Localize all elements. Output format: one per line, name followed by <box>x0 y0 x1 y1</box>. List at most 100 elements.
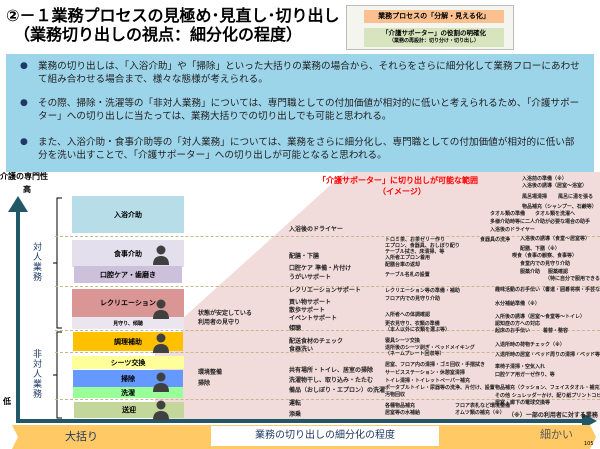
divider <box>55 399 600 400</box>
level4-task-text: 水分補給準備（※） <box>495 301 540 307</box>
level4-task-text: 入浴後の誘導（居室～浴室） <box>522 183 588 189</box>
divider <box>55 330 600 331</box>
bullet-text: 業務の切り出しは、「入浴介助」や「掃除」といった大括りの業務の場合から、それらを… <box>38 61 580 85</box>
bullet-text: また、入浴介助・食事介助等の「対人業務」については、業務をさらに細分化し、専門職… <box>38 137 575 161</box>
level3-task-text: （ネームプレート回収等） <box>385 351 445 357</box>
level4-task-text: 入浴後の誘導（食堂～居室等） <box>520 236 591 242</box>
level4-task-text: 口腔ケア用ガーゼ作り、等 <box>495 372 555 378</box>
level3-task-text: エプロン、食器具、おしぼり配り <box>385 243 460 249</box>
level4-task-text: タオル類の準備 <box>490 211 526 217</box>
task-box: 入浴介助 <box>72 196 184 233</box>
level3-task-text: 入所者への体調確認 <box>385 312 431 318</box>
bullet-icon: ● <box>20 61 28 71</box>
level3-task-text: 汚物回収 <box>385 392 406 398</box>
level1-task-text: 掃除 <box>198 380 211 387</box>
task-box: シーツ交換 <box>72 356 184 369</box>
level3-task-text: 居室、フロア内の清掃・ゴミ回収・手摺拭き <box>385 362 486 368</box>
nonpersonal-bracket <box>53 331 62 419</box>
page-title: ②－１業務プロセスの見極め･見直し･切り出し <box>6 6 340 25</box>
x-axis-left-label: 大括り <box>65 430 98 443</box>
task-box: 洗濯 <box>73 387 183 398</box>
level3-task-text: テーブル名札の設置 <box>385 272 430 278</box>
y-axis-high: 高 <box>23 185 31 194</box>
level4-task-text: 入浴前の準備（※） <box>522 176 567 182</box>
level4-task-text: 服薬確認 <box>548 269 569 275</box>
level4-task-text: 食堂内での見守り介助 <box>520 261 571 267</box>
level4-task-text: 車椅子清掃・空気入れ <box>495 364 546 370</box>
level4-task-text: 服薬介助 <box>520 269 541 275</box>
level4-task-text: その他 シュレッダーかけ、配り紙プリントコピー <box>495 393 600 399</box>
divider <box>55 352 600 353</box>
level3-task-text: テーブル拭き、床清掃、等 <box>385 249 445 255</box>
page-subtitle: （業務切り出しの視点：細分化の程度） <box>14 25 303 44</box>
level2-task-text: 洗濯物干し、取り込み・たたむ <box>289 377 374 384</box>
level2-task-text: 入浴後のドライヤー <box>289 226 343 233</box>
group-personal-label: 対人業務 <box>33 243 43 283</box>
level4-task-text: 入退所時の荷物チェック（※） <box>495 342 565 348</box>
level4-task-text: タオル類を洗濯へ <box>535 211 576 217</box>
level3-task-text: 各種物品補充 <box>385 403 416 409</box>
level2-task-text: 口腔ケア 準備・片付け <box>289 265 352 272</box>
task-box: 掃除 <box>73 370 183 387</box>
level3-task-text: 居室等の水補給 <box>385 410 421 416</box>
process-legend: 業務プロセスの「分解・見える化」 「介護サポーター」の役割の明確化 （業務の再設… <box>346 5 514 50</box>
range-subtitle: （イメージ） <box>378 187 426 196</box>
group-nonpersonal-label: 非対人業務 <box>33 350 43 400</box>
level2-task-text: レクリエーションサポート <box>289 287 361 294</box>
level3-task-text: サービスステーション・休憩室清掃 <box>385 370 465 376</box>
level4-task-text: 入所後の誘導（居室～食堂等～トイレ） <box>495 314 586 320</box>
level3-task-text: レクリエーション等の準備・補助 <box>385 288 460 294</box>
level4-task-text: 配膳、下膳（※） <box>520 246 560 252</box>
level4-task-text: 喫食（食事の観察、食事等） <box>512 253 578 259</box>
level3-task-text: フロア内での見守り介助 <box>385 296 441 302</box>
bullet-icon: ● <box>20 98 28 108</box>
level2-task-text: 傾聴 <box>289 325 302 332</box>
bullet-text: その際、掃除・洗濯等の「非対人業務」については、専門職としての付加価値が相対的に… <box>38 98 580 122</box>
level3-task-text: ポータブルトイレ・尿器等の洗浄、片付け、設置 <box>385 385 495 391</box>
level4-task-text: 入浴後のドライヤー <box>490 227 535 233</box>
level3-task-text: 寝具シーツ交換 <box>385 338 420 344</box>
level4-task-text: 風呂に湯を張る <box>558 194 594 200</box>
page-number: 105 <box>584 441 594 447</box>
personal-bracket <box>53 197 62 329</box>
y-axis-label: 介護の専門性 <box>0 172 48 181</box>
person-icon <box>153 299 169 319</box>
level2-task-text: 散歩サポート <box>289 307 326 314</box>
task-box: 口腔ケア・歯磨き <box>74 266 182 283</box>
x-axis-label: 業務の切り出しの細分化の程度 <box>211 426 439 446</box>
level2-task-text: 食器洗い <box>289 346 314 353</box>
y-axis-low: 低 <box>3 397 11 406</box>
level3-task-text: トイレ清掃・トイレットペーパー補充 <box>385 378 470 384</box>
level4-task-text: （特に自分で服用できる入所者） <box>545 276 600 282</box>
level2-task-text: 運転 <box>289 400 302 407</box>
legend-step-role-title: 「介護サポーター」の役割の明確化 <box>382 29 486 37</box>
level2-task-text: 配膳・下膳 <box>289 253 320 260</box>
divider <box>55 236 600 237</box>
legend-step-decompose: 業務プロセスの「分解・見える化」 <box>364 10 504 23</box>
level3-task-text: 更衣見守り、衣類の準備 <box>385 321 440 327</box>
person-icon <box>153 245 169 265</box>
level4-task-text: 入退所時の居室・ベッド周りの清掃・ベッド等の交換 <box>495 352 600 358</box>
task-box: 見守り、傾聴 <box>72 317 184 329</box>
footnote: （※）一部の利用者に対する業務 <box>508 412 598 419</box>
person-icon <box>153 333 169 353</box>
level3-task-text: オムツ類の補充（※） <box>455 410 505 416</box>
level4-task-text: 趣味活動のお手伝い（書道・囲碁将棋・手芸など） <box>495 287 600 293</box>
level2-task-text: 配送食材のチェック <box>289 338 344 345</box>
level2-task-text: 共有場所・トイレ、居室の掃除 <box>289 367 374 374</box>
level4-task-text: 居室・廊下の電球交換等 <box>495 400 551 406</box>
divider <box>55 286 600 287</box>
level4-task-text: 起床のお手伝い <box>495 328 531 334</box>
level2-task-text: 買い物サポート <box>289 299 332 306</box>
person-icon <box>153 400 169 420</box>
legend-step-role: 「介護サポーター」の役割の明確化 （業務の再設計：切り分け・切り出し） <box>364 28 504 47</box>
bullet-icon: ● <box>20 137 28 147</box>
level4-task-text: 認知症の方への対応 <box>495 321 541 327</box>
level4-task-text: 物品補充（クッション、フェイスタオル・補充） <box>495 385 600 391</box>
range-title: 「介護サポーター」に切り出しが可能な範囲 <box>318 176 478 185</box>
level3-task-text: 配膳台車の返却 <box>385 262 421 268</box>
level2-task-text: イベントサポート <box>289 315 338 322</box>
level2-task-text: うがいサポート <box>289 274 332 281</box>
level1-task-text: 環境整備 <box>198 369 223 376</box>
